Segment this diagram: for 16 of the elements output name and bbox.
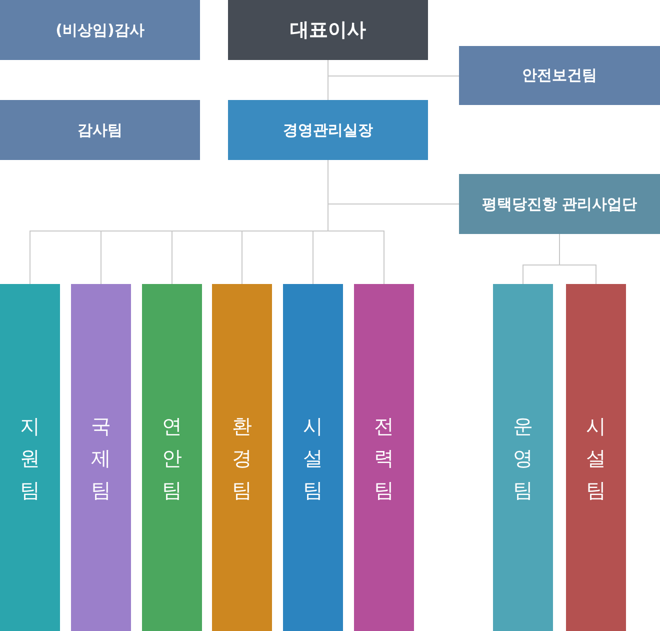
team-box: 시설팀: [566, 284, 626, 631]
team-box: 국제팀: [71, 284, 131, 631]
org-box: 안전보건팀: [459, 46, 660, 105]
org-box: 대표이사: [228, 0, 428, 60]
org-box: (비상임)감사: [0, 0, 200, 60]
org-box: 감사팀: [0, 100, 200, 160]
team-box: 시설팀: [283, 284, 343, 631]
team-box: 운영팀: [493, 284, 553, 631]
org-box: 경영관리실장: [228, 100, 428, 160]
org-box: 평택당진항 관리사업단: [459, 174, 660, 234]
team-box: 연안팀: [142, 284, 202, 631]
connector-line: [559, 234, 596, 284]
team-box: 환경팀: [212, 284, 272, 631]
team-box: 지원팀: [0, 284, 60, 631]
team-box: 전력팀: [354, 284, 414, 631]
connector-line: [328, 160, 384, 284]
